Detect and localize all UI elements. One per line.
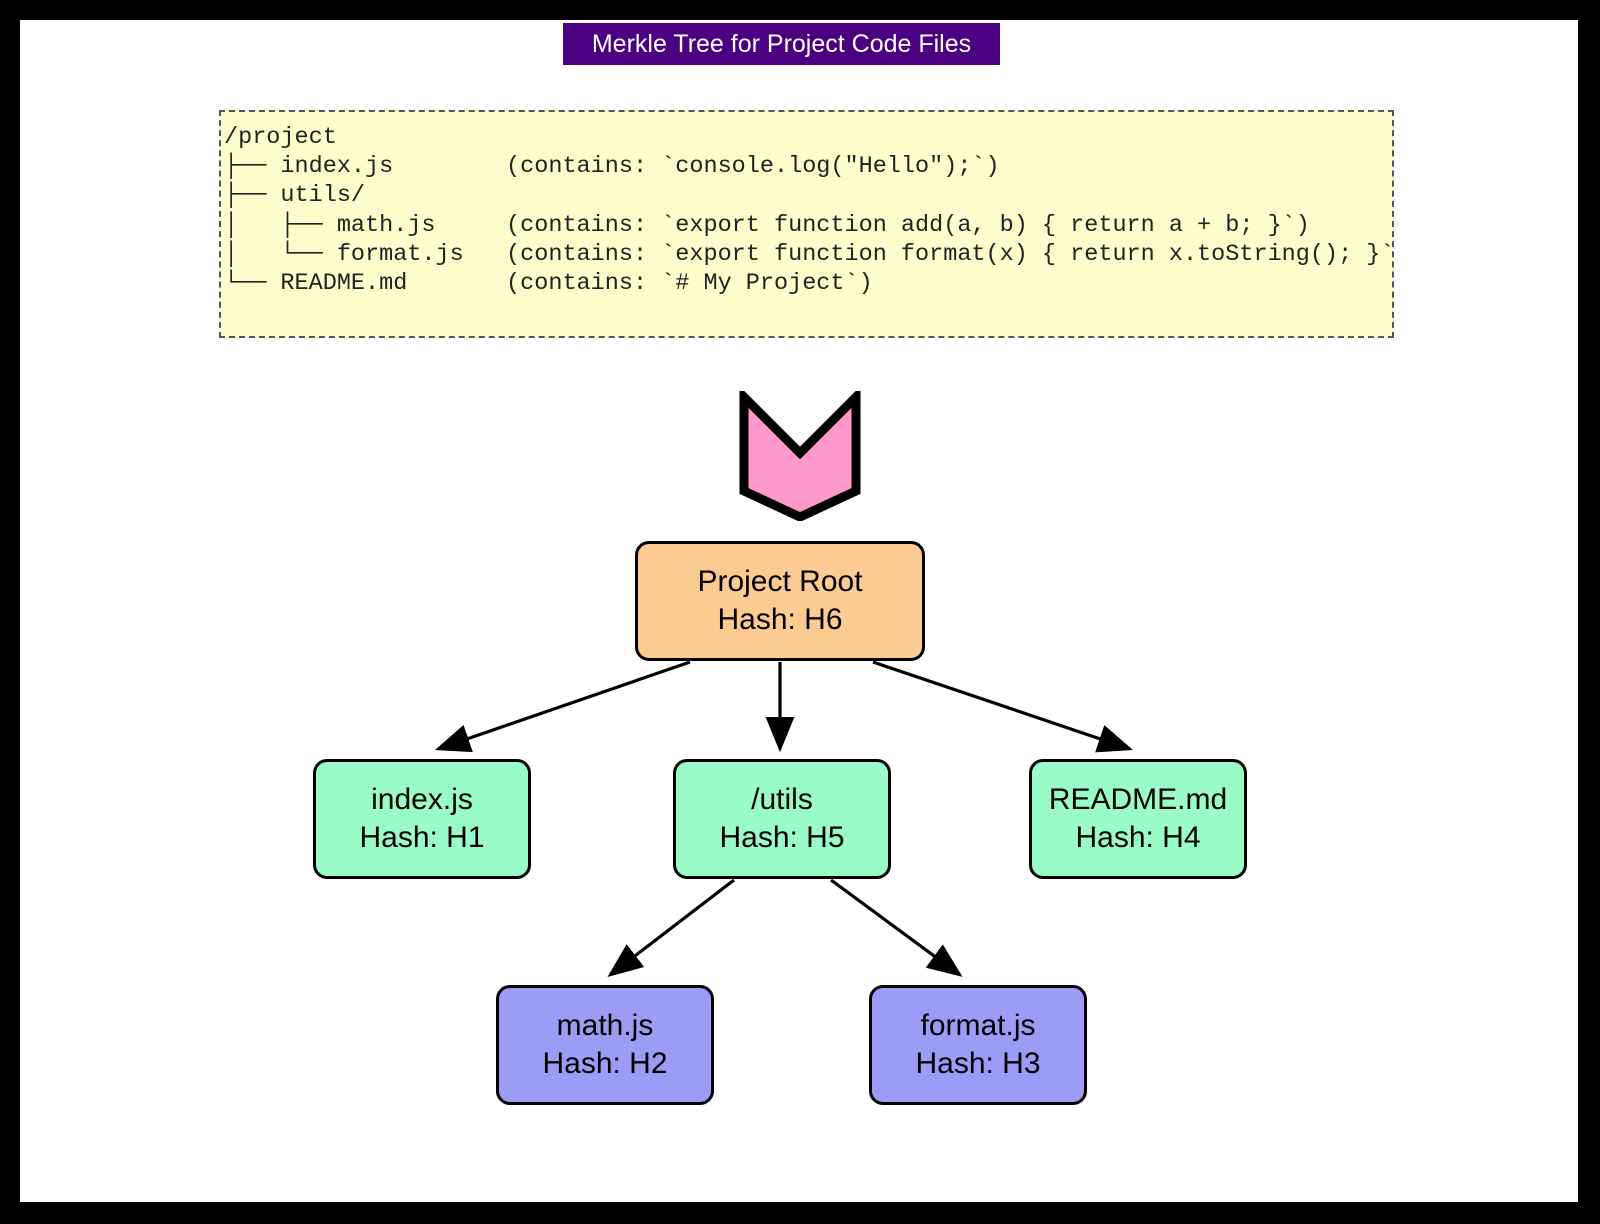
edge-utils-format bbox=[830, 878, 963, 977]
node-utils[interactable]: /utils Hash: H5 bbox=[673, 759, 891, 879]
node-label: math.js bbox=[556, 1009, 654, 1042]
edge-root-readme bbox=[872, 660, 1134, 753]
down-chevron-icon bbox=[739, 391, 861, 521]
node-hash: Hash: H5 bbox=[719, 821, 845, 854]
node-label: README.md bbox=[1048, 783, 1228, 816]
node-index-js[interactable]: index.js Hash: H1 bbox=[313, 759, 531, 879]
node-label: format.js bbox=[920, 1009, 1036, 1042]
edge-root-index bbox=[434, 660, 691, 753]
node-hash: Hash: H3 bbox=[915, 1047, 1041, 1080]
node-format-js[interactable]: format.js Hash: H3 bbox=[869, 985, 1087, 1105]
node-readme-md[interactable]: README.md Hash: H4 bbox=[1029, 759, 1247, 879]
edge-utils-math bbox=[607, 878, 735, 977]
node-hash: Hash: H4 bbox=[1075, 821, 1201, 854]
page-title: Merkle Tree for Project Code Files bbox=[591, 29, 972, 58]
node-hash: Hash: H2 bbox=[542, 1047, 668, 1080]
node-math-js[interactable]: math.js Hash: H2 bbox=[496, 985, 714, 1105]
diagram-canvas: Merkle Tree for Project Code Files /proj… bbox=[20, 20, 1578, 1202]
diagram-title-bar: Merkle Tree for Project Code Files bbox=[563, 23, 1000, 65]
node-hash: Hash: H6 bbox=[717, 603, 843, 636]
node-label: Project Root bbox=[697, 565, 863, 598]
project-tree-listing: /project ├── index.js (contains: `consol… bbox=[219, 110, 1394, 338]
node-label: index.js bbox=[371, 783, 473, 816]
project-tree-text: /project ├── index.js (contains: `consol… bbox=[224, 124, 1394, 298]
node-label: /utils bbox=[751, 783, 813, 816]
node-hash: Hash: H1 bbox=[359, 821, 485, 854]
node-project-root[interactable]: Project Root Hash: H6 bbox=[635, 541, 925, 661]
